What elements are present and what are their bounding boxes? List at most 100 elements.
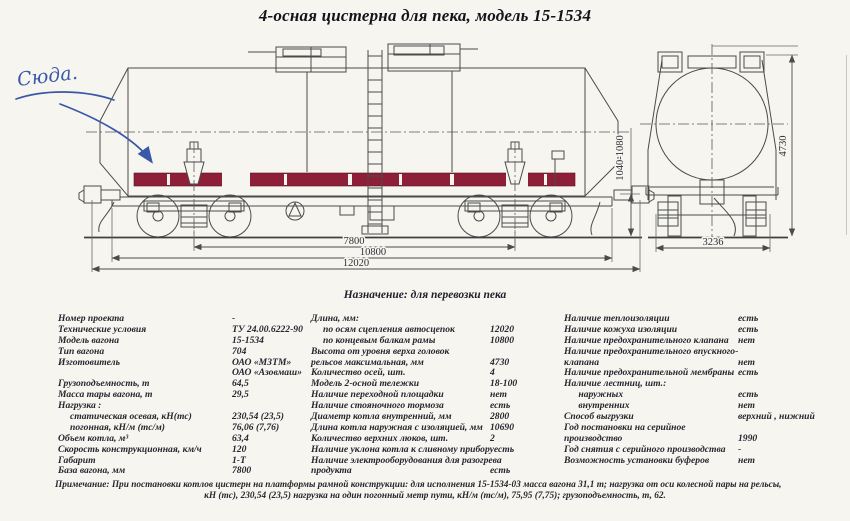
spec-value: 704 <box>232 345 247 357</box>
spec-label: Наличие предохранительного впускного- <box>564 345 739 357</box>
spec-label: Наличие лестниц, шт.: <box>564 378 667 390</box>
spec-row: Нагрузка : <box>58 400 310 412</box>
spec-value: 4 <box>490 367 495 379</box>
spec-value: 1-Т <box>232 454 246 466</box>
spec-row: Объем котла, м³ 63,4 <box>58 432 310 445</box>
spec-row: статическая осевая, кН(тс) 230,54 (23,5) <box>58 411 310 423</box>
spec-label: Длина, мм: <box>311 313 360 324</box>
spec-row: Диаметр котла внутренний, мм 2800 <box>311 411 563 423</box>
spec-value: ОАО «МЗТМ» <box>232 356 292 368</box>
spec-label: Наличие электрооборудования для разогрев… <box>311 454 502 466</box>
spec-label: Количество верхних люков, шт. <box>311 432 449 444</box>
footnote-line-1: Примечание: При постановки котлов цистер… <box>55 480 782 490</box>
ladder <box>361 50 389 235</box>
spec-value: 10800 <box>490 334 514 346</box>
scan-edge-artifact <box>846 55 847 235</box>
spec-row: Наличие теплоизоляции есть <box>564 313 848 325</box>
spec-label: наружных <box>564 389 624 401</box>
spec-row: Наличие переходной площадки нет <box>311 389 563 401</box>
spec-label: Модель вагона <box>58 334 120 346</box>
spec-label: по концевым балкам рамы <box>311 334 436 346</box>
end-view: 4730 3236 <box>640 44 798 252</box>
spec-label: Количество осей, шт. <box>311 367 406 379</box>
spec-row: погонная, кН/м (тс/м) 76,06 (7,76) <box>58 421 310 434</box>
spec-value: 7800 <box>232 465 252 477</box>
spec-value: нет <box>738 400 755 412</box>
dim-10800-label: 10800 <box>360 247 386 258</box>
spec-row: Технические условия ТУ 24.00.6222-90 <box>58 324 310 336</box>
bogie-center-lines <box>193 142 516 246</box>
spec-row: Год снятия с серийного производства - <box>564 443 848 456</box>
spec-value: нет <box>490 389 507 401</box>
spec-value: ОАО «Азовмаш» <box>232 367 302 379</box>
dim-4730-label: 4730 <box>778 136 789 157</box>
spec-value: есть <box>493 443 515 455</box>
spec-value: 1990 <box>738 432 758 444</box>
spec-value: - <box>738 443 742 455</box>
spec-label: рельсов максимальная, мм <box>311 356 424 368</box>
spec-value <box>490 347 563 358</box>
spec-value: нет <box>738 334 755 346</box>
dim-12020-label: 12020 <box>343 258 369 269</box>
spec-label: Наличие кожуха изоляции <box>564 323 678 335</box>
spec-label: Модель 2-осной тележки <box>311 378 420 390</box>
spec-value: нет <box>738 454 755 466</box>
spec-row: Наличие уклона котла к сливному прибору … <box>311 443 563 456</box>
spec-row: Наличие предохранительной мембраны есть <box>564 368 848 379</box>
footnote: Примечание: При постановки котлов цистер… <box>55 480 815 502</box>
spec-row: Год постановки на серийное <box>564 421 848 434</box>
spec-row: Грузоподъемность, т 64,5 <box>58 378 310 390</box>
spec-row: Масса тары вагона, т 29,5 <box>58 389 310 401</box>
spec-label: Габарит <box>58 454 96 466</box>
spec-row: База вагона, мм 7800 <box>58 466 310 477</box>
underframe <box>111 150 613 221</box>
spec-row: по концевым балкам рамы 10800 <box>311 334 563 347</box>
dim-coupler-height-label: 1040-1080 <box>615 135 626 181</box>
spec-value: 76,06 (7,76) <box>232 421 280 433</box>
spec-row: Способ выгрузки верхний , нижний <box>564 411 848 423</box>
spec-label: Наличие теплоизоляции <box>564 313 670 324</box>
end-view-bogie <box>645 179 779 237</box>
spec-label: внутренних <box>564 400 630 412</box>
spec-value: 10690 <box>490 421 514 433</box>
spec-label: Год снятия с серийного производства <box>564 443 726 455</box>
spec-row: Количество верхних люков, шт. 2 <box>311 432 563 445</box>
spec-row: наружных есть <box>564 389 848 401</box>
spec-value: нет <box>738 356 755 368</box>
spec-value: 4730 <box>490 356 510 368</box>
spec-row: Габарит 1-Т <box>58 454 310 467</box>
side-view: 7800 10800 12020 1040-1080 <box>78 43 655 273</box>
spec-value: 15-1534 <box>232 334 264 346</box>
spec-label: Высота от уровня верха головок <box>311 345 450 357</box>
spec-label: Год постановки на серийное <box>564 421 686 433</box>
spec-row: Длина котла наружная с изоляцией, мм 106… <box>311 421 563 434</box>
spec-row: Наличие стояночного тормоза есть <box>311 400 563 412</box>
spec-value: есть <box>490 400 511 412</box>
spec-row: Номер проекта - <box>58 313 310 325</box>
handwritten-text: Сюда. <box>16 62 79 91</box>
dim-7800-label: 7800 <box>344 236 365 247</box>
spec-row: по осям сцепления автосцепок 12020 <box>311 323 563 336</box>
spec-label: Наличие стояночного тормоза <box>311 400 444 412</box>
footnote-line-2: кН (тс), 230,54 (23,5) нагрузка на один … <box>204 491 666 501</box>
spec-value: 18-100 <box>490 378 518 390</box>
spec-label: клапана <box>564 356 600 368</box>
spec-row: Наличие предохранительного клапана нет <box>564 334 848 347</box>
spec-value: 12020 <box>490 323 514 335</box>
spec-label: по осям сцепления автосцепок <box>311 323 455 335</box>
spec-value: 63,4 <box>232 432 249 444</box>
handwritten-underline <box>15 91 115 101</box>
spec-label: Объем котла, м³ <box>58 432 129 444</box>
spec-row: Изготовитель ОАО «МЗТМ» <box>58 356 310 369</box>
spec-label: База вагона, мм <box>58 465 126 477</box>
spec-value: есть <box>738 313 759 324</box>
coupler-right <box>590 185 655 236</box>
spec-label: Способ выгрузки <box>564 411 634 423</box>
spec-row: Модель вагона 15-1534 <box>58 334 310 347</box>
spec-label: Длина котла наружная с изоляцией, мм <box>311 421 483 433</box>
spec-row: внутренних нет <box>564 400 848 412</box>
tank-car-technical-drawing: 7800 10800 12020 1040-1080 <box>15 43 798 273</box>
spec-value: 64,5 <box>232 378 249 390</box>
spec-row: Модель 2-осной тележки 18-100 <box>311 378 563 390</box>
spec-value: 120 <box>232 443 247 455</box>
